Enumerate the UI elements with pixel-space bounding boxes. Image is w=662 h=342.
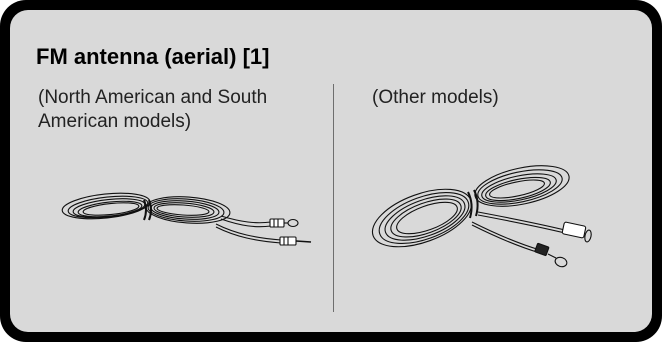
column-divider: [333, 84, 334, 312]
section-title: FM antenna (aerial) [1]: [36, 44, 270, 69]
callout-panel: [10, 10, 652, 332]
fm-antenna-wire-icon: [371, 165, 592, 268]
left-caption: (North American and South American model…: [38, 87, 268, 132]
right-caption: (Other models): [372, 87, 499, 108]
fm-antenna-wire-icon: [61, 192, 312, 246]
